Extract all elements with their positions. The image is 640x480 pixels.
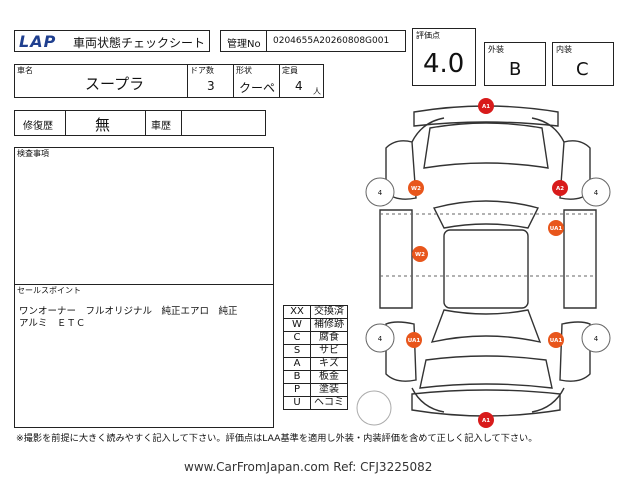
mgmt-no-value: 0204655A20260808G001 xyxy=(273,36,390,46)
legend-desc: 交換済 xyxy=(310,305,348,319)
damage-mark-code: UA1 xyxy=(408,338,421,344)
sheet-title: 車両状態チェックシート xyxy=(73,36,206,50)
score-box: 評価点 4.0 xyxy=(412,28,476,86)
damage-mark xyxy=(408,180,424,196)
damage-mark-code: UA1 xyxy=(550,226,563,232)
body-type-value: クーペ xyxy=(239,81,276,95)
damage-mark-code: A1 xyxy=(482,104,490,110)
tire-rear-left xyxy=(365,323,395,353)
capacity-value: 4 xyxy=(295,79,303,93)
right-rear-fender-shape xyxy=(559,321,591,382)
exterior-label: 外装 xyxy=(488,45,504,54)
body-type-label: 形状 xyxy=(236,66,252,75)
legend-code: C xyxy=(283,331,311,345)
sales-points-line-1: ワンオーナー フルオリジナル 純正エアロ 純正 xyxy=(19,306,238,317)
tire-rear-right xyxy=(581,323,611,353)
damage-mark xyxy=(548,220,564,236)
damage-mark-code: A1 xyxy=(482,418,490,424)
right-doors-shape xyxy=(563,209,597,309)
damage-mark xyxy=(548,332,564,348)
left-doors-shape xyxy=(379,209,413,309)
doors-value: 3 xyxy=(207,79,215,93)
history-row: 修復歴 無 車歴 xyxy=(14,110,266,136)
legend-desc: サビ xyxy=(310,344,348,358)
windshield-shape xyxy=(432,200,540,229)
interior-label: 内装 xyxy=(556,45,572,54)
legend-desc: 補修跡 xyxy=(310,318,348,332)
inspection-box: 検査事項 xyxy=(14,147,274,285)
legend-code: XX xyxy=(283,305,311,319)
trunk-shape xyxy=(419,355,553,389)
legend-desc: 板金 xyxy=(310,370,348,384)
vehicle-info-row: 車名 スープラ ドア数 3 形状 クーペ 定員 4 人 xyxy=(14,64,324,98)
sales-points-line-2: アルミ ＥＴＣ xyxy=(19,318,86,329)
repair-history-label: 修復歴 xyxy=(23,121,53,132)
left-rear-fender-shape xyxy=(385,321,417,382)
damage-mark-code: W2 xyxy=(411,186,421,192)
capacity-unit: 人 xyxy=(313,87,321,96)
car-name-value: スープラ xyxy=(85,75,145,93)
damage-mark xyxy=(478,412,494,428)
legend-code: W xyxy=(283,318,311,332)
interior-grade: C xyxy=(576,59,589,80)
tire-front-right-tread: 4 xyxy=(594,189,599,197)
exterior-grade: B xyxy=(509,59,522,80)
score-value: 4.0 xyxy=(423,49,465,79)
damage-mark-code: A2 xyxy=(556,186,564,192)
rear-window-shape xyxy=(430,309,542,343)
mgmt-no-box: 管理No 0204655A20260808G001 xyxy=(220,30,406,52)
tire-front-left xyxy=(365,177,395,207)
damage-mark xyxy=(552,180,568,196)
score-label: 評価点 xyxy=(416,31,440,40)
legend-code: P xyxy=(283,383,311,397)
car-name-label: 車名 xyxy=(17,66,33,75)
exterior-grade-box: 外装 B xyxy=(484,42,546,86)
legend-code: B xyxy=(283,370,311,384)
spare-tire-circle xyxy=(356,390,392,426)
tire-front-left-tread: 4 xyxy=(378,189,383,197)
tire-rear-right-tread: 4 xyxy=(594,335,599,343)
roof-shape xyxy=(443,229,529,309)
damage-mark xyxy=(478,98,494,114)
damage-mark xyxy=(406,332,422,348)
brand-logo: LAP xyxy=(19,32,57,51)
damage-mark-code: W2 xyxy=(415,252,425,258)
vehicle-record-label: 車歴 xyxy=(151,121,171,132)
repair-history-value: 無 xyxy=(95,116,111,134)
mgmt-no-label: 管理No xyxy=(227,39,261,50)
interior-grade-box: 内装 C xyxy=(552,42,614,86)
rear-bumper-shape xyxy=(411,389,561,417)
inspection-label: 検査事項 xyxy=(17,149,49,158)
footer-note: ※撮影を前提に大きく読みやすく記入して下さい。評価点はLAA基準を適用し外装・内… xyxy=(16,433,538,444)
capacity-label: 定員 xyxy=(282,66,298,75)
legend-code: S xyxy=(283,344,311,358)
damage-mark xyxy=(412,246,428,262)
doors-label: ドア数 xyxy=(190,66,214,75)
watermark-text: www.CarFromJapan.com Ref: CFJ3225082 xyxy=(184,460,433,474)
legend-desc: 塗装 xyxy=(310,383,348,397)
tire-front-right xyxy=(581,177,611,207)
legend-code: A xyxy=(283,357,311,371)
legend-desc: キズ xyxy=(310,357,348,371)
legend-desc: ヘコミ xyxy=(310,396,348,410)
legend-desc: 腐食 xyxy=(310,331,348,345)
damage-mark-code: UA1 xyxy=(550,338,563,344)
sales-points-box: セールスポイント ワンオーナー フルオリジナル 純正エアロ 純正 アルミ ＥＴＣ xyxy=(14,284,274,428)
sales-points-label: セールスポイント xyxy=(17,286,81,295)
legend-code: U xyxy=(283,396,311,410)
hood-shape xyxy=(423,122,549,169)
header-title-box: LAP 車両状態チェックシート xyxy=(14,30,210,52)
front-bumper-shape xyxy=(413,105,559,127)
tire-rear-left-tread: 4 xyxy=(378,335,383,343)
